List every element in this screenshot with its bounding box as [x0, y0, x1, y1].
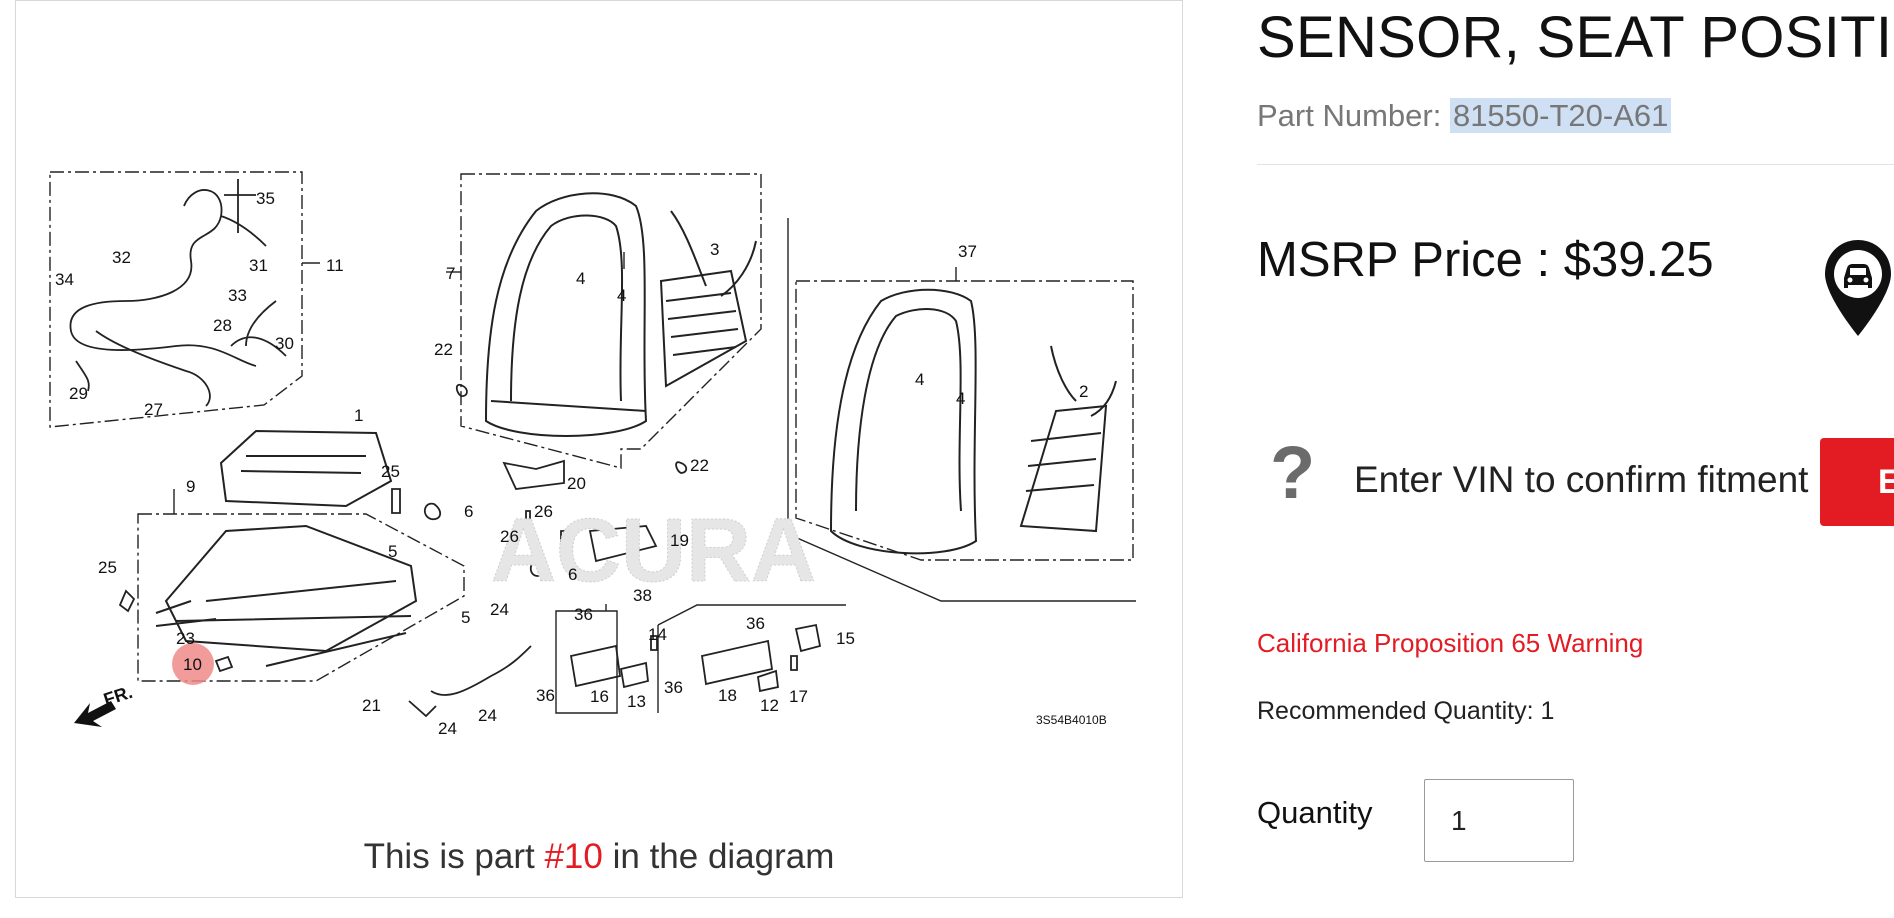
callout-number[interactable]: 12 — [760, 696, 779, 715]
callout-labels: 1 2 3 4 4 4 4 5 5 6 6 7 9 10 11 12 13 14… — [55, 189, 1088, 738]
front-arrow-label: FR. — [101, 682, 135, 710]
callout-number[interactable]: 21 — [362, 696, 381, 715]
callout-number[interactable]: 32 — [112, 248, 131, 267]
callout-number[interactable]: 36 — [746, 614, 765, 633]
callout-number[interactable]: 26 — [534, 502, 553, 521]
callout-number[interactable]: 13 — [627, 692, 646, 711]
callout-number-highlighted[interactable]: 10 — [183, 655, 202, 674]
callout-number[interactable]: 1 — [354, 406, 363, 425]
callout-number[interactable]: 22 — [434, 340, 453, 359]
callout-number[interactable]: 28 — [213, 316, 232, 335]
callout-number[interactable]: 25 — [381, 462, 400, 481]
part-number-row: Part Number: 81550-T20-A61 — [1257, 98, 1672, 134]
vin-prompt: Enter VIN to confirm fitment — [1354, 459, 1809, 500]
callout-number[interactable]: 5 — [388, 542, 397, 561]
callout-number[interactable]: 15 — [836, 629, 855, 648]
prop65-warning-link[interactable]: California Proposition 65 Warning — [1257, 628, 1644, 658]
callout-number[interactable]: 4 — [576, 269, 585, 288]
callout-number[interactable]: 18 — [718, 686, 737, 705]
part-number-label: Part Number: — [1257, 98, 1450, 133]
diagram-caption: This is part #10 in the diagram — [16, 837, 1182, 877]
front-arrow-icon: FR. — [74, 682, 135, 727]
callout-number[interactable]: 6 — [568, 565, 577, 584]
caption-part-number: #10 — [544, 837, 603, 876]
callout-number[interactable]: 20 — [567, 474, 586, 493]
callout-number[interactable]: 25 — [98, 558, 117, 577]
part-number-value[interactable]: 81550-T20-A61 — [1449, 98, 1672, 133]
callout-number[interactable]: 27 — [144, 400, 163, 419]
product-info-panel: SENSOR, SEAT POSITION Part Number: 81550… — [1257, 0, 1894, 918]
callout-number[interactable]: 35 — [256, 189, 275, 208]
callout-number[interactable]: 36 — [574, 605, 593, 624]
recommended-quantity: Recommended Quantity: 1 — [1257, 697, 1555, 725]
callout-number[interactable]: 5 — [461, 608, 470, 627]
callout-number[interactable]: 4 — [915, 370, 924, 389]
callout-number[interactable]: 19 — [670, 531, 689, 550]
callout-number[interactable]: 24 — [478, 706, 497, 725]
callout-number[interactable]: 36 — [536, 686, 555, 705]
callout-number[interactable]: 33 — [228, 286, 247, 305]
callout-number[interactable]: 2 — [1079, 382, 1088, 401]
callout-number[interactable]: 36 — [664, 678, 683, 697]
product-title: SENSOR, SEAT POSITION — [1257, 5, 1894, 70]
diagram-code: 3S54B4010B — [1036, 713, 1107, 727]
divider — [1257, 164, 1894, 165]
quantity-label: Quantity — [1257, 795, 1373, 830]
callout-number[interactable]: 24 — [490, 600, 509, 619]
callout-number[interactable]: 6 — [464, 502, 473, 521]
callout-number[interactable]: 23 — [176, 629, 195, 648]
caption-suffix: in the diagram — [602, 837, 835, 876]
callout-number[interactable]: 24 — [438, 719, 457, 738]
callout-number[interactable]: 37 — [958, 242, 977, 261]
callout-number[interactable]: 4 — [956, 389, 965, 408]
callout-number[interactable]: 34 — [55, 270, 74, 289]
callout-number[interactable]: 7 — [446, 264, 455, 283]
callout-number[interactable]: 22 — [690, 456, 709, 475]
enter-vin-button[interactable]: E — [1820, 438, 1894, 526]
callout-number[interactable]: 16 — [590, 687, 609, 706]
msrp-price: MSRP Price : $39.25 — [1257, 233, 1714, 287]
quantity-input[interactable] — [1424, 779, 1574, 862]
callout-number[interactable]: 4 — [617, 286, 626, 305]
caption-prefix: This is part — [363, 837, 545, 876]
callout-number[interactable]: 14 — [648, 625, 667, 644]
callout-number[interactable]: 30 — [275, 334, 294, 353]
callout-number[interactable]: 38 — [633, 586, 652, 605]
callout-number[interactable]: 17 — [789, 687, 808, 706]
parts-diagram[interactable]: ACURA FR. 1 2 3 4 4 4 4 5 5 6 6 7 9 10 1… — [16, 1, 1183, 898]
parts-diagram-panel: ACURA FR. 1 2 3 4 4 4 4 5 5 6 6 7 9 10 1… — [15, 0, 1183, 898]
callout-number[interactable]: 3 — [710, 240, 719, 259]
question-mark-icon: ? — [1270, 431, 1316, 514]
callout-number[interactable]: 29 — [69, 384, 88, 403]
map-pin-car-icon[interactable] — [1823, 238, 1893, 338]
highlight-circle — [172, 643, 214, 685]
callout-number[interactable]: 9 — [186, 477, 195, 496]
callout-number[interactable]: 26 — [500, 527, 519, 546]
callout-number[interactable]: 31 — [249, 256, 268, 275]
callout-number[interactable]: 11 — [326, 256, 344, 275]
brand-watermark: ACURA — [491, 501, 816, 601]
